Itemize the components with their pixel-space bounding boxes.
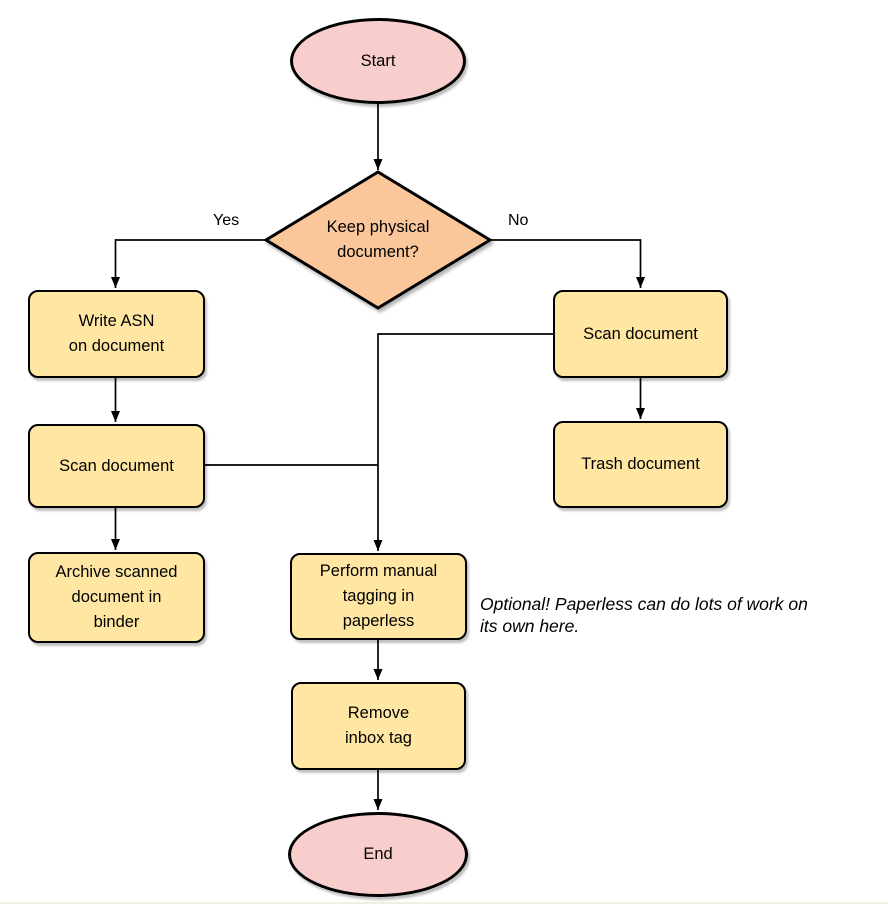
edge-label-no: No xyxy=(508,212,529,229)
edge-scan-discard-to-tagging xyxy=(373,333,553,551)
archive-node: Archive scanned document in binder xyxy=(28,552,205,643)
write-asn-label: Write ASN on document xyxy=(68,312,165,355)
scan-keep-node: Scan document xyxy=(28,424,205,508)
tagging-node: Perform manual tagging in paperless xyxy=(290,553,467,640)
archive-label: Archive scanned document in binder xyxy=(55,563,178,631)
write-asn-node: Write ASN on document xyxy=(28,290,205,378)
tagging-label: Perform manual tagging in paperless xyxy=(319,562,438,630)
scan-keep-label: Scan document xyxy=(59,456,174,475)
trash-label: Trash document xyxy=(581,455,700,473)
trash-node: Trash document xyxy=(553,421,728,508)
end-label: End xyxy=(363,845,393,863)
end-node: End xyxy=(288,812,468,897)
edge-decision-no-to-scan-discard xyxy=(490,239,645,288)
decision-label: Keep physical document? xyxy=(326,218,430,261)
optional-annotation: Optional! Paperless can do lots of work … xyxy=(480,594,808,636)
start-label: Start xyxy=(360,51,396,70)
remove-inbox-node: Remove inbox tag xyxy=(291,682,466,770)
decision-diamond-shape xyxy=(263,170,493,310)
start-node: Start xyxy=(290,18,466,104)
edge-label-yes: Yes xyxy=(213,212,240,229)
edge-decision-yes-to-write-asn xyxy=(111,239,266,288)
scan-discard-node: Scan document xyxy=(553,290,728,378)
decision-node-label: Keep physical document? xyxy=(283,214,473,266)
remove-inbox-label: Remove inbox tag xyxy=(345,704,412,747)
page-bottom-divider xyxy=(0,902,888,904)
scan-discard-label: Scan document xyxy=(583,324,698,343)
